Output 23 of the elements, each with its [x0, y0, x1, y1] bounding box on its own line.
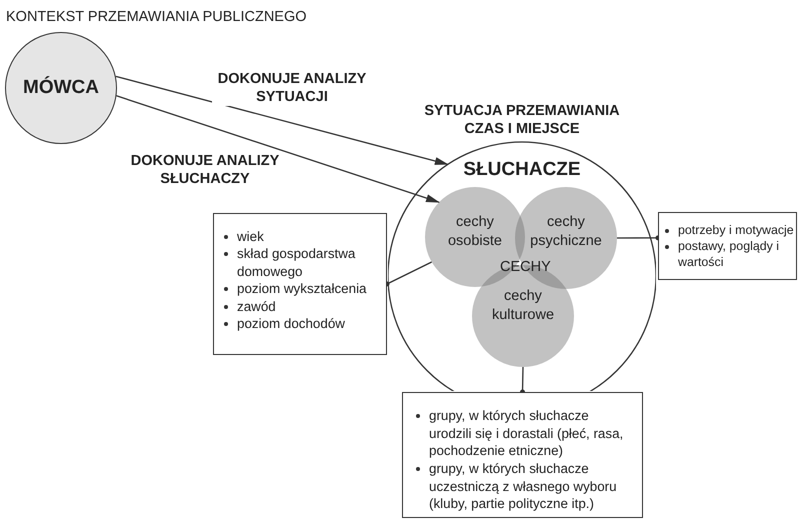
- leader-line: [520, 366, 525, 394]
- node-label: MÓWCA: [23, 77, 99, 99]
- bullet-item: poziom wykształcenia: [221, 280, 380, 298]
- center-label: CECHY: [500, 259, 551, 275]
- leader-line: [617, 235, 660, 240]
- bullet-item: zawód: [221, 298, 380, 316]
- bullet-item: grupy, w których słuchacze uczestniczą z własnego wyboru (kluby, partie polityczne itp.): [413, 460, 634, 514]
- text-box: [402, 392, 643, 518]
- circle-heading: SYTUACJA PRZEMAWIANIA CZAS I MIEJSCE: [424, 103, 620, 138]
- arrow: [116, 76, 449, 166]
- node-label: cechy kulturowe: [490, 287, 556, 325]
- diagram-title: KONTEKST PRZEMAWIANIA PUBLICZNEGO: [6, 9, 307, 25]
- node-label: cechy psychiczne: [529, 213, 603, 251]
- node-label: cechy osobiste: [446, 213, 503, 251]
- bullet-item: poziom dochodów: [221, 315, 380, 333]
- arrow: [116, 95, 440, 203]
- bullet-item: postawy, poglądy i wartości: [662, 238, 795, 270]
- node-label: SŁUCHACZE: [463, 159, 581, 180]
- bullet-item: grupy, w których słuchacze urodzili się i dorastali (płeć, rasa, pochodzenie etniczne): [413, 407, 634, 460]
- bullet-item: wiek: [221, 228, 380, 246]
- text-box: [658, 212, 797, 280]
- text-box: [213, 213, 387, 355]
- bullet-item: potrzeby i motywacje: [662, 222, 795, 238]
